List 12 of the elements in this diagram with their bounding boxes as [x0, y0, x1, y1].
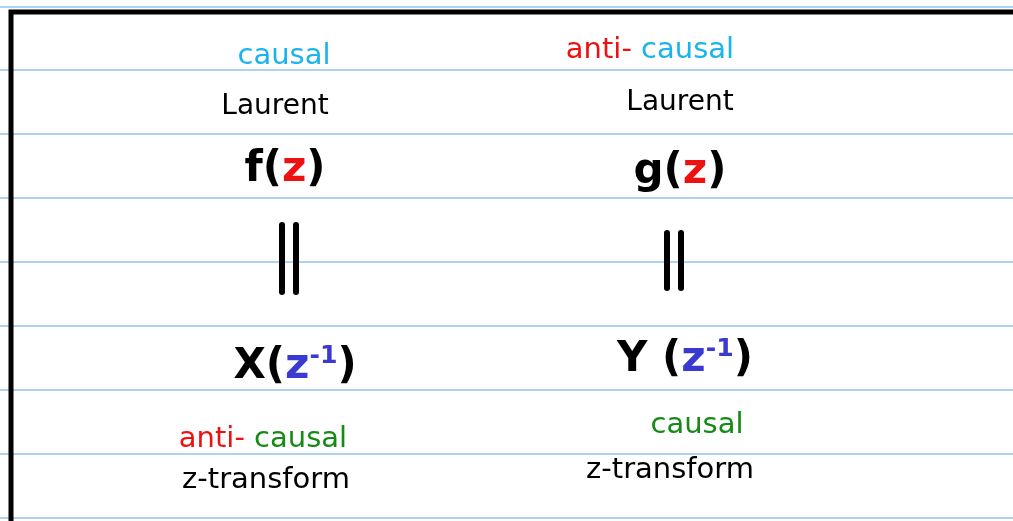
math-expression: f(z): [244, 143, 326, 191]
text-label: anti- causal: [565, 33, 735, 65]
text-label: Laurent: [626, 85, 734, 117]
text-label: causal: [237, 39, 331, 71]
math-expression: X(z$^{-1}$): [233, 340, 357, 388]
text-label: Laurent: [221, 89, 329, 121]
math-expression: Y (z$^{-1}$): [617, 333, 753, 381]
text-label: anti- causal: [178, 422, 348, 454]
text-label: z-transform: [182, 463, 350, 495]
math-expression: g(z): [633, 145, 727, 193]
text-label: z-transform: [586, 453, 754, 485]
text-label: causal: [650, 408, 744, 440]
